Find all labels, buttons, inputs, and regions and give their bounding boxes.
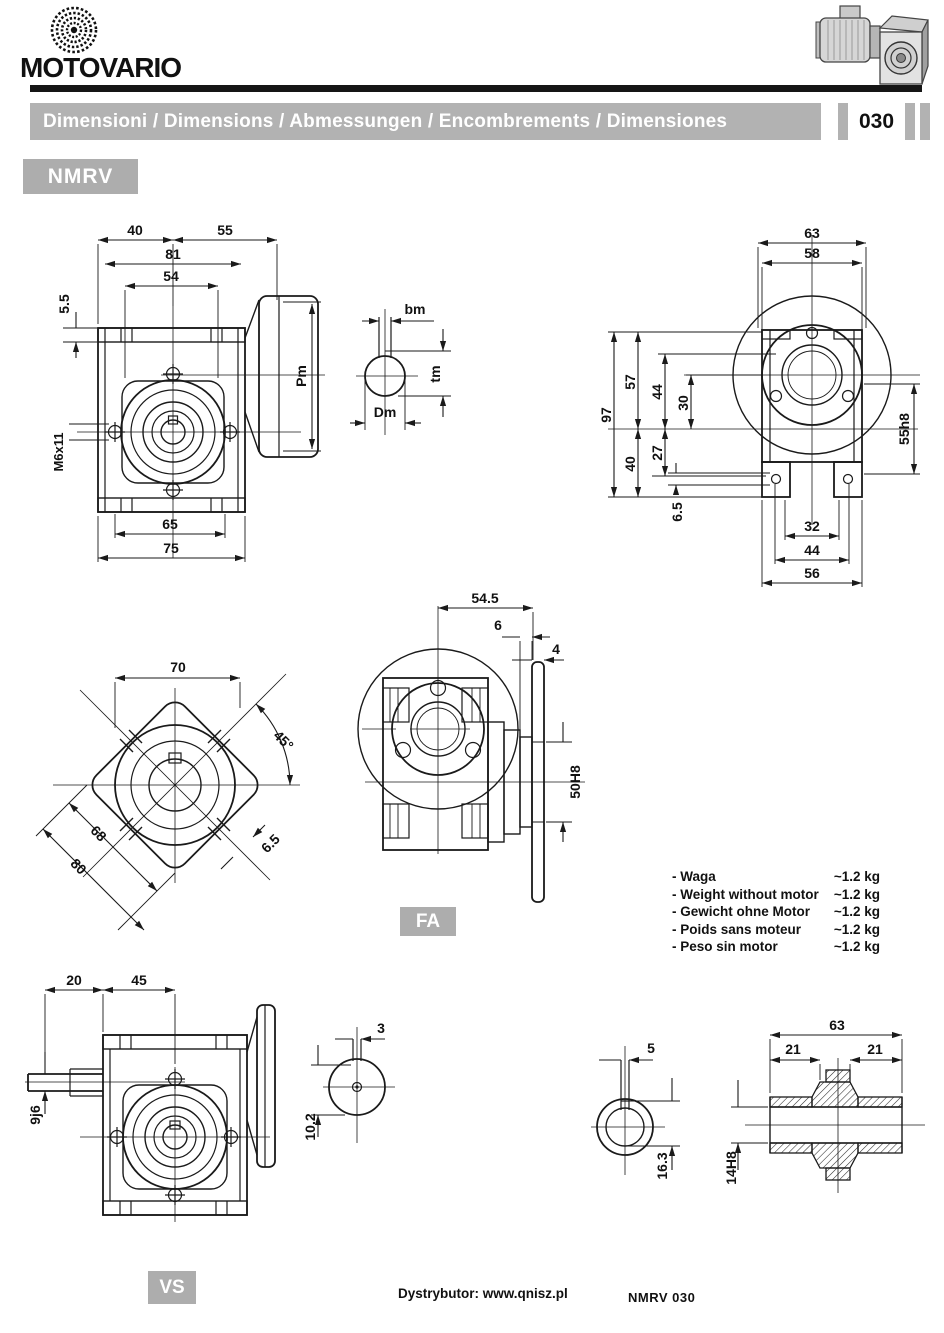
drawing-diamond-view: 70 45° 68 80 6.5 [35, 659, 300, 931]
dim-6-5-label: 6.5 [669, 502, 685, 522]
dim-56-label: 56 [804, 565, 820, 581]
weight-row: - Waga ~1.2 kg [672, 868, 880, 886]
dim-40-label: 40 [622, 456, 638, 472]
weight-row: - Weight without motor ~1.2 kg [672, 886, 880, 904]
dim-75-label: 75 [163, 540, 179, 556]
dim-40-label: 40 [127, 222, 143, 238]
footer-doc-code: NMRV 030 [628, 1290, 696, 1305]
dim-dm-label: Dm [374, 404, 397, 420]
drawing-input-bore-section: bm tm Dm [350, 301, 451, 435]
brand-rosette-icon [50, 6, 98, 54]
title-bar-strip [905, 103, 915, 140]
dim-45deg-label: 45° [271, 727, 297, 753]
drawing-front-view: 40 55 81 54 5.5 M6x11 65 75 Pm [51, 222, 325, 562]
weight-block: - Waga ~1.2 kg - Weight without motor ~1.2… [672, 868, 880, 956]
footer-distributor: Dystrybutor: www.qnisz.pl [398, 1286, 568, 1301]
weight-value: ~1.2 kg [833, 939, 880, 955]
drawing-rear-view: 63 58 97 57 44 30 40 27 6.5 55h8 32 44 5… [598, 225, 920, 587]
dim-6-5-label: 6.5 [258, 831, 283, 856]
product-photo [815, 5, 929, 85]
dim-65-label: 65 [162, 516, 178, 532]
dim-bm-label: bm [405, 301, 426, 317]
brand-logo: MOTOVARIO [20, 52, 182, 83]
weight-row: - Peso sin motor ~1.2 kg [672, 938, 880, 956]
dim-57-label: 57 [622, 374, 638, 390]
dim-4-label: 4 [552, 641, 560, 657]
dim-63-label: 63 [804, 225, 820, 241]
view-badge-vs: VS [148, 1271, 196, 1304]
dim-97-label: 97 [598, 407, 614, 423]
dim-70-label: 70 [170, 659, 186, 675]
dim-44b-label: 44 [804, 542, 820, 558]
weight-row: - Gewicht ohne Motor ~1.2 kg [672, 903, 880, 921]
dim-21-right-label: 21 [867, 1041, 883, 1057]
dim-32-label: 32 [804, 518, 820, 534]
dim-50h8-label: 50H8 [567, 765, 583, 799]
dim-5-label: 5 [647, 1040, 655, 1056]
dim-58-label: 58 [804, 245, 820, 261]
header-rule [30, 85, 922, 92]
view-badge-fa: FA [400, 907, 456, 936]
weight-value: ~1.2 kg [833, 904, 880, 920]
weight-value: ~1.2 kg [833, 886, 880, 902]
drawing-key-section-large: 5 16.3 [591, 1040, 700, 1180]
dim-27-label: 27 [649, 445, 665, 461]
dim-30-label: 30 [675, 395, 691, 411]
dim-16-3-label: 16.3 [654, 1152, 670, 1179]
dim-81-label: 81 [165, 246, 181, 262]
weight-label: - Poids sans moteur [672, 921, 802, 937]
dim-tm-label: tm [427, 365, 443, 382]
dim-80-label: 80 [68, 855, 90, 877]
dim-9j6-label: 9j6 [27, 1105, 43, 1125]
dim-55-label: 55 [217, 222, 233, 238]
dim-21-left-label: 21 [785, 1041, 801, 1057]
section-title-bar: Dimensioni / Dimensions / Abmessungen / … [30, 103, 821, 140]
title-bar-strip [920, 103, 930, 140]
weight-label: - Peso sin motor [672, 939, 778, 955]
drawing-hollow-shaft-section: 63 21 21 14H8 [723, 1017, 925, 1193]
dim-pm-label: Pm [293, 365, 309, 387]
weight-label: - Waga [672, 869, 716, 884]
dim-14h8-label: 14H8 [723, 1151, 739, 1185]
drawing-key-section-small: 3 10.2 [302, 1020, 395, 1143]
weight-label: - Gewicht ohne Motor [672, 904, 810, 920]
drawing-fa-side-view: 54.5 6 4 50H8 [357, 590, 585, 903]
page-code: 030 [848, 103, 905, 140]
dim-10-2-label: 10.2 [302, 1113, 318, 1140]
dim-5-5-label: 5.5 [56, 294, 72, 314]
dim-45-label: 45 [131, 972, 147, 988]
dim-54-5-label: 54.5 [471, 590, 498, 606]
drawing-vs-view: 20 45 9j6 [25, 972, 276, 1222]
title-bar-strip [838, 103, 848, 140]
weight-value: ~1.2 kg [833, 921, 880, 937]
dim-63-label: 63 [829, 1017, 845, 1033]
dim-55h8-label: 55h8 [896, 413, 912, 445]
series-badge-nmrv: NMRV [23, 159, 138, 194]
dim-3-label: 3 [377, 1020, 385, 1036]
dim-m6x11-label: M6x11 [51, 432, 66, 471]
dim-20-label: 20 [66, 972, 82, 988]
dim-44-label: 44 [649, 384, 665, 400]
weight-row: - Poids sans moteur ~1.2 kg [672, 921, 880, 939]
weight-label: - Weight without motor [672, 886, 819, 902]
weight-value: ~1.2 kg [833, 869, 880, 884]
dim-6-label: 6 [494, 617, 502, 633]
dim-54-label: 54 [163, 268, 179, 284]
